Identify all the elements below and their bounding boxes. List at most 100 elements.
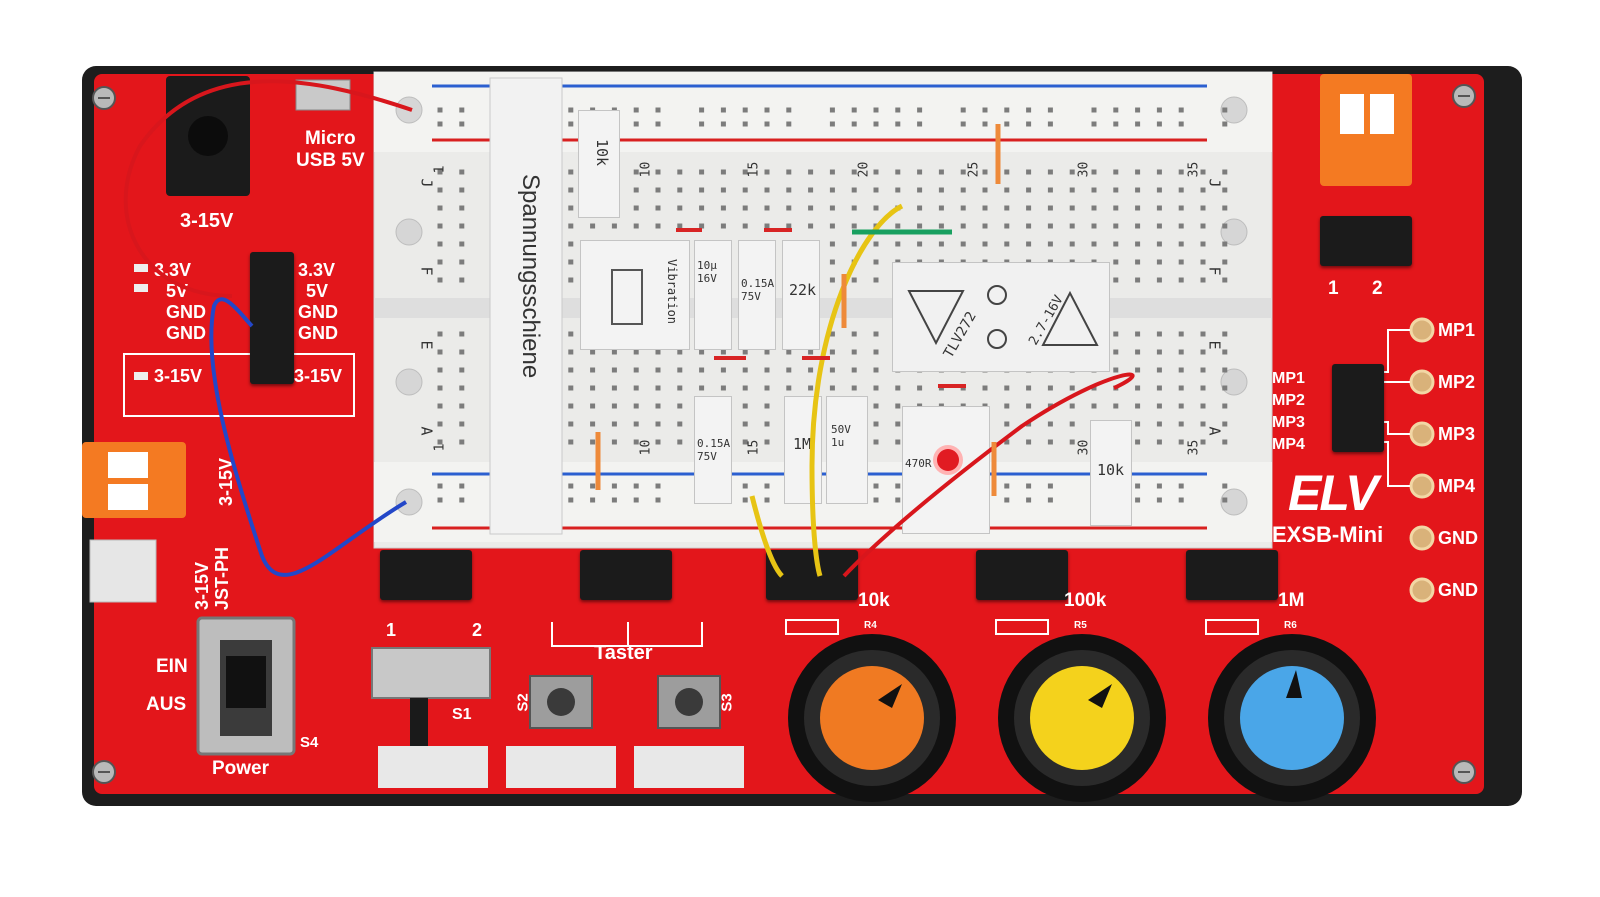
breadboard-hole [1091,241,1097,247]
breadboard-hole [1178,367,1184,373]
breadboard-hole [982,187,988,193]
breadboard-hole [655,385,661,391]
breadboard-hole [829,277,835,283]
breadboard-hole [1047,241,1053,247]
resistor-module-bottom[interactable]: 10k [1090,420,1132,526]
header-j1[interactable] [380,550,472,600]
header-j5[interactable] [1186,550,1278,600]
breadboard-hole [808,385,814,391]
breadboard-hole [437,187,443,193]
breadboard-hole [1222,439,1228,445]
breadboard-hole [1026,497,1032,503]
breadboard-hole [677,187,683,193]
rail-label-left: 3-15V [154,366,203,386]
breadboard-hole [437,169,443,175]
breadboard-hole [742,187,748,193]
breadboard-hole [677,421,683,427]
breadboard-hole [829,187,835,193]
breadboard-hole [1069,439,1075,445]
breadboard-hole [1156,169,1162,175]
breadboard-hole [568,439,574,445]
header-j4[interactable] [976,550,1068,600]
breadboard-hole [1222,367,1228,373]
pin-label-1: 1 [386,620,397,640]
breadboard-hole [895,187,901,193]
breadboard-hole [590,367,596,373]
resistor-module-top[interactable]: 10k [578,110,620,218]
breadboard-hole [851,205,857,211]
breadboard-hole [1091,121,1097,127]
breadboard-hole [1178,259,1184,265]
breadboard-hole [459,169,465,175]
diode-module-top[interactable]: 0.15A 75V [738,240,776,350]
led-resistor-value: 470R [905,457,932,470]
breadboard-hole [459,121,465,127]
breadboard-hole [633,367,639,373]
breadboard-hole [1004,483,1010,489]
wire-yellow-long [809,203,904,577]
breadboard-hole [829,349,835,355]
breadboard-hole [1222,259,1228,265]
breadboard-hole [982,121,988,127]
breadboard-hole [1135,223,1141,229]
resistor-value: 22k [789,281,817,299]
breadboard-hole [590,483,596,489]
breadboard-hole [982,223,988,229]
breadboard-hole [568,497,574,503]
breadboard-hole [808,223,814,229]
rail-label-left: GND [166,302,206,322]
header-x1-pins[interactable] [1320,216,1412,266]
jst-connector [89,539,157,603]
breadboard-hole [1156,223,1162,229]
vibration-sensor-module[interactable]: Vibration [580,240,690,350]
breadboard-hole [699,385,705,391]
breadboard-hole [611,385,617,391]
breadboard-hole [1135,241,1141,247]
breadboard-hole [568,483,574,489]
breadboard-hole [720,349,726,355]
breadboard-hole [1004,403,1010,409]
header-j8[interactable] [1332,364,1384,452]
breadboard-hole [895,385,901,391]
header-j2[interactable] [580,550,672,600]
breadboard-hole [459,483,465,489]
capacitor-module-top[interactable]: 10µ 16V [694,240,732,350]
breadboard-hole [1222,241,1228,247]
breadboard-hole [1135,259,1141,265]
breadboard-hole [459,497,465,503]
resistor-module-22k[interactable]: 22k [782,240,820,350]
rail-label-right: 3-15V [294,366,343,386]
breadboard-hole [873,121,879,127]
breadboard-hole [851,121,857,127]
diode-module-bottom[interactable]: 0.15A 75V [694,396,732,504]
breadboard-hole [764,107,770,113]
breadboard-hole [590,439,596,445]
breadboard-hole [1091,205,1097,211]
breadboard-hole [786,385,792,391]
breadboard-hole [677,223,683,229]
breadboard-hole [1156,331,1162,337]
j8-label-mp1: MP1 [1272,370,1305,387]
breadboard-hole [1135,421,1141,427]
breadboard-hole [437,121,443,127]
rail-label-right: GND [298,302,338,322]
breadboard-hole [1200,439,1206,445]
pot-ref-r6: R6 [1284,620,1297,631]
breadboard-hole [960,241,966,247]
breadboard-hole [1200,349,1206,355]
breadboard-hole [590,349,596,355]
breadboard-hole [720,121,726,127]
header-j6[interactable] [250,252,294,384]
breadboard-hole [1113,241,1119,247]
led-module[interactable]: 470R [902,406,990,534]
breadboard-hole [873,187,879,193]
breadboard-hole [1156,385,1162,391]
breadboard-hole [873,483,879,489]
j8-label-mp4: MP4 [1272,436,1305,453]
breadboard-hole [1178,403,1184,409]
opamp-module[interactable]: TLV272 2.7-16V [892,262,1110,372]
capacitor-module-bottom[interactable]: 50V 1u [826,396,868,504]
label-strip [634,746,744,788]
breadboard-hole [1135,439,1141,445]
breadboard-hole [1178,241,1184,247]
